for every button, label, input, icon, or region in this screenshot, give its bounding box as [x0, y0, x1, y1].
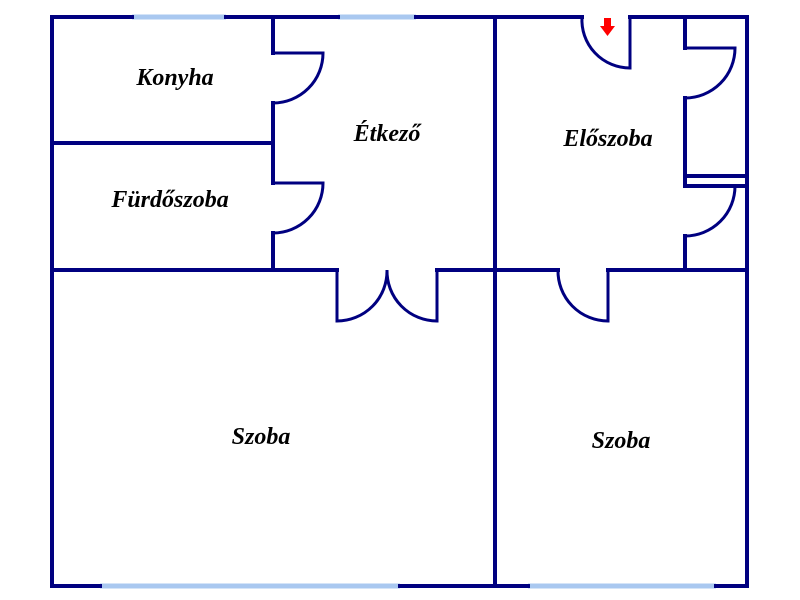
room-label-konyha: Konyha — [135, 65, 213, 91]
room-label-eloszoba: Előszoba — [562, 126, 652, 152]
room-label-furdoszoba: Fürdőszoba — [110, 187, 228, 213]
door-bathroom — [272, 181, 325, 235]
door-right-room — [556, 269, 610, 323]
arrow-down-icon — [600, 18, 615, 36]
doors — [272, 16, 737, 323]
door-kitchen — [272, 51, 325, 105]
door-double-right — [385, 269, 439, 323]
door-closet-lower — [684, 184, 737, 238]
door-double-left — [335, 269, 389, 323]
room-label-szoba-left: Szoba — [232, 424, 291, 450]
walls — [50, 15, 749, 588]
windows — [100, 14, 716, 589]
door-entrance — [580, 16, 632, 70]
room-label-etkezo: Étkező — [353, 121, 423, 147]
door-closet-upper — [684, 46, 737, 100]
room-label-szoba-right: Szoba — [592, 428, 651, 454]
